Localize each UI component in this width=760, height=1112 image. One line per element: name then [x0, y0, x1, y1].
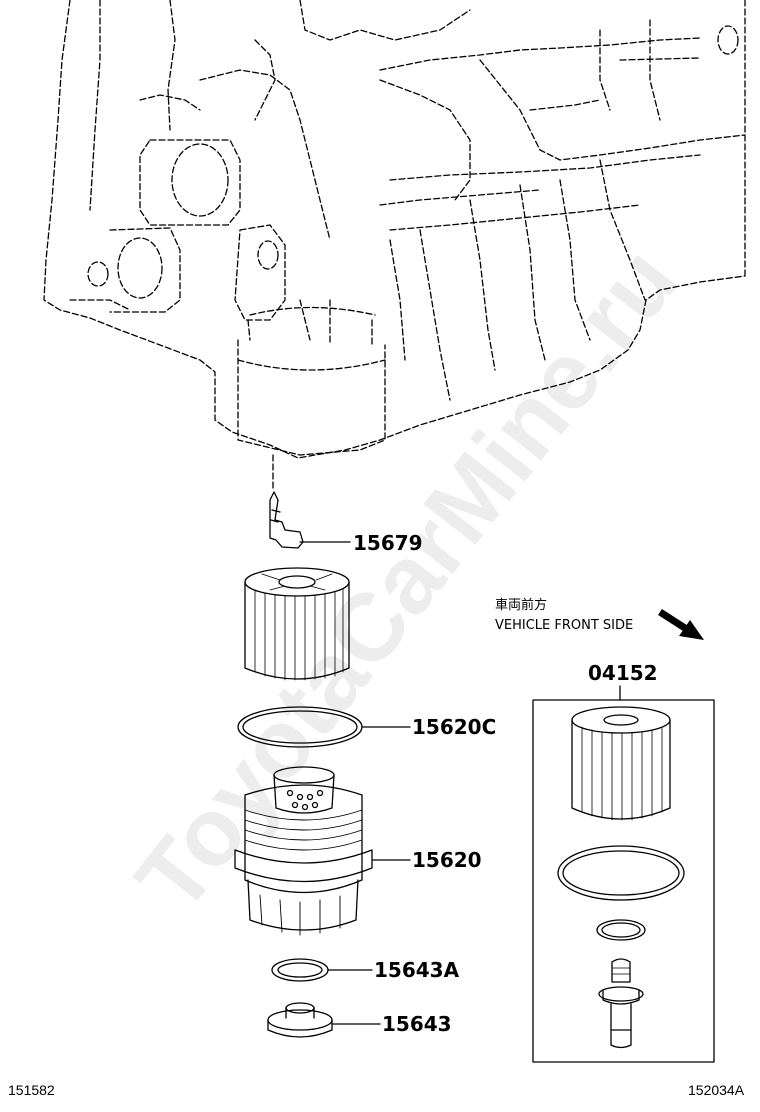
part-label-15679: 15679: [353, 531, 423, 555]
o-ring-15620c: [237, 706, 411, 748]
figure-id-left: 151582: [8, 1082, 55, 1098]
part-label-15620: 15620: [412, 848, 482, 872]
filter-element-15620c: [244, 567, 350, 681]
filter-cap-15620: [234, 766, 411, 936]
engine-block-outline: [43, 0, 746, 459]
part-label-04152: 04152: [588, 661, 658, 685]
figure-id-right: 152034A: [688, 1082, 745, 1098]
drain-union-15679: [269, 491, 351, 549]
direction-note-english: VEHICLE FRONT SIDE: [495, 618, 634, 633]
direction-note-japanese: 車両前方: [495, 598, 548, 613]
filter-mount-outline: [237, 299, 386, 491]
vehicle-front-arrow-icon: [658, 609, 704, 640]
part-label-15643: 15643: [382, 1012, 452, 1036]
part-label-15643a: 15643A: [374, 958, 460, 982]
kit-box-04152: [532, 685, 715, 1063]
part-label-15620c: 15620C: [412, 715, 497, 739]
drain-plug-15643: [267, 1002, 381, 1038]
gasket-15643a: [271, 958, 373, 982]
